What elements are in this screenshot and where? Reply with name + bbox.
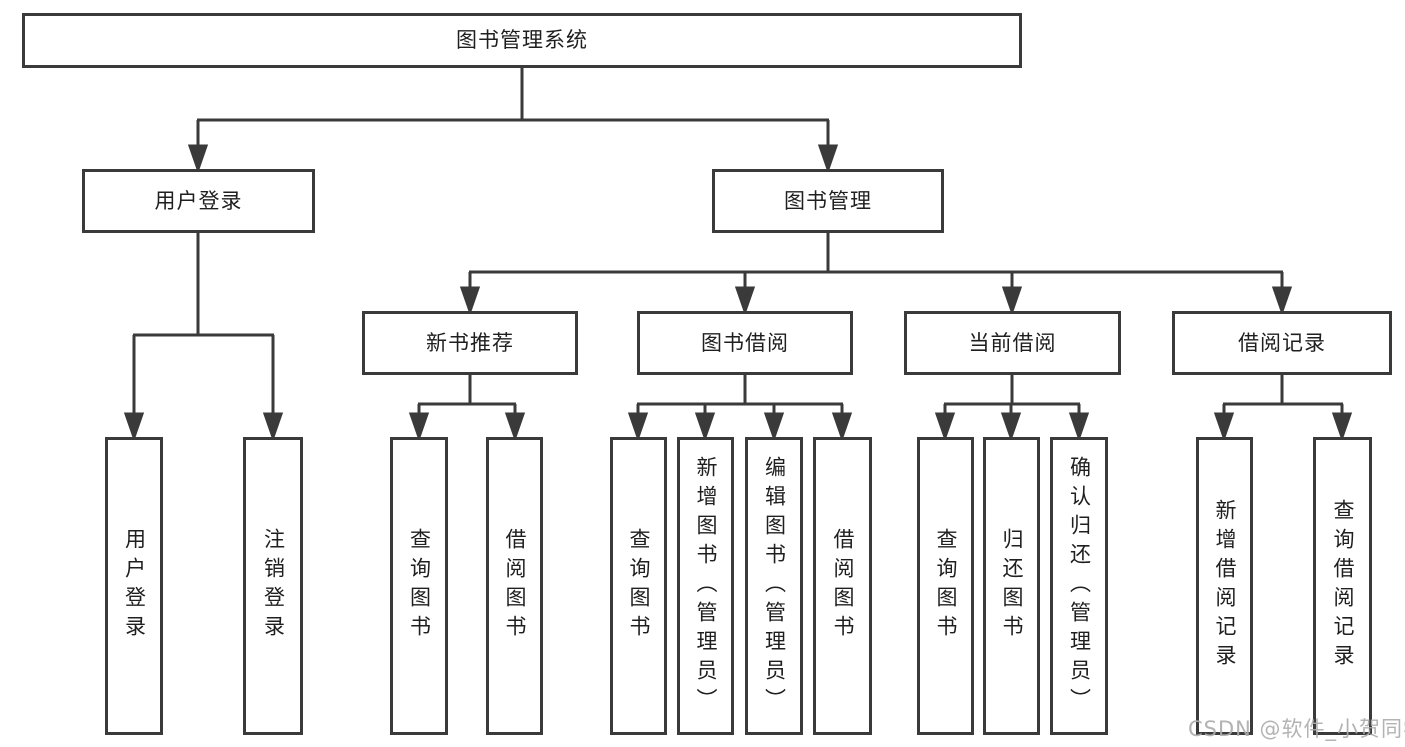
leaf-query-borrow-record: 查询借阅记录 <box>1313 437 1372 735</box>
connector-currentborrow-to-leaves <box>934 375 1090 442</box>
node-book-management: 图书管理 <box>712 169 944 233</box>
node-current-borrow: 当前借阅 <box>904 311 1121 375</box>
leaf-edit-book-admin: 编辑图书（管理员） <box>745 437 803 735</box>
leaf-confirm-return-admin: 确认归还（管理员） <box>1050 437 1108 735</box>
leaf-borrow-books-1-label: 借阅图书 <box>503 528 527 644</box>
node-root-label: 图书管理系统 <box>456 28 588 52</box>
leaf-query-books-3: 查询图书 <box>917 437 974 735</box>
node-borrow-records: 借阅记录 <box>1172 311 1392 375</box>
node-book-borrow: 图书借阅 <box>637 311 853 375</box>
connector-newbook-to-leaves <box>408 375 526 442</box>
connector-userlogin-to-leaves <box>123 233 284 442</box>
leaf-query-books-2: 查询图书 <box>610 437 667 735</box>
node-new-book-recommend-label: 新书推荐 <box>426 330 514 355</box>
leaf-add-book-admin: 新增图书（管理员） <box>677 437 734 735</box>
node-root: 图书管理系统 <box>22 13 1022 68</box>
leaf-borrow-books-2: 借阅图书 <box>813 437 872 735</box>
node-book-borrow-label: 图书借阅 <box>701 330 789 355</box>
leaf-return-book-label: 归还图书 <box>1000 528 1024 644</box>
leaf-user-login-label: 用户登录 <box>122 528 147 644</box>
node-current-borrow-label: 当前借阅 <box>968 330 1057 355</box>
connector-root-to-level2 <box>187 68 839 174</box>
connector-bookmgmt-to-level3 <box>459 233 1293 316</box>
node-book-management-label: 图书管理 <box>784 188 872 213</box>
leaf-return-book: 归还图书 <box>983 437 1040 735</box>
leaf-query-books-1-label: 查询图书 <box>407 528 432 644</box>
leaf-query-books-1: 查询图书 <box>390 437 448 735</box>
connector-bookborrow-to-leaves <box>627 375 853 442</box>
node-user-login-label: 用户登录 <box>154 188 243 213</box>
leaf-query-borrow-record-label: 查询借阅记录 <box>1331 499 1355 673</box>
leaf-borrow-books-1: 借阅图书 <box>486 437 543 735</box>
node-new-book-recommend: 新书推荐 <box>362 311 578 375</box>
leaf-add-borrow-record-label: 新增借阅记录 <box>1213 499 1237 673</box>
watermark-text: CSDN @软件_小贺同学 <box>1188 717 1405 741</box>
leaf-query-books-2-label: 查询图书 <box>627 528 651 644</box>
leaf-edit-book-admin-label: 编辑图书（管理员） <box>762 455 787 717</box>
leaf-query-books-3-label: 查询图书 <box>934 528 958 644</box>
leaf-confirm-return-admin-label: 确认归还（管理员） <box>1067 455 1092 717</box>
node-borrow-records-label: 借阅记录 <box>1238 330 1326 355</box>
leaf-user-login: 用户登录 <box>105 437 163 735</box>
leaf-add-book-admin-label: 新增图书（管理员） <box>694 455 718 717</box>
connector-borrowrecords-to-leaves <box>1213 375 1353 442</box>
node-user-login: 用户登录 <box>82 169 315 233</box>
leaf-borrow-books-2-label: 借阅图书 <box>831 528 855 644</box>
leaf-logout-label: 注销登录 <box>261 528 286 644</box>
leaf-add-borrow-record: 新增借阅记录 <box>1196 437 1253 735</box>
leaf-logout: 注销登录 <box>243 437 303 735</box>
